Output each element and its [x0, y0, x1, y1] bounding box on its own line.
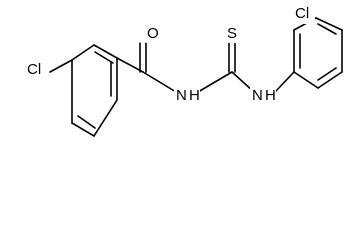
aryl-h-label: H [265, 87, 276, 104]
bonds [49, 17, 343, 137]
aryl-h-bg [264, 87, 276, 105]
ring-right-bond [317, 71, 343, 89]
ring-left-bond [71, 122, 95, 137]
n-aryl-bond [274, 71, 295, 93]
ring-right-bond [315, 17, 343, 31]
ring-left-bond [71, 44, 95, 61]
molecular-structure-diagram: Cl O N H S N H Cl [25, 4, 343, 137]
c-n-bond [142, 71, 177, 93]
amide-n-label: N [176, 87, 187, 104]
amide-h-bg [188, 87, 200, 105]
aryl-n-label: N [252, 87, 263, 104]
atom-labels: Cl O N H S N H Cl [25, 4, 315, 105]
ring-left-inner-bond [77, 115, 96, 129]
ring-left-bond [93, 99, 118, 137]
n-c-bond [197, 71, 233, 93]
cl-right-label: Cl [295, 5, 309, 22]
ring-right-inner-bond [317, 23, 337, 35]
thione-sulfur-label: S [227, 25, 237, 42]
aryl-n-bg [250, 87, 264, 105]
cl-right-bg [293, 4, 315, 24]
oxygen-bg [146, 25, 159, 43]
sulfur-bg [225, 25, 238, 43]
carbonyl-bond [116, 57, 144, 73]
ring-right-inner-bond [317, 67, 337, 81]
amide-n-bg [174, 87, 188, 105]
ring-left-inner-bond [94, 51, 114, 64]
ring-right-bond [293, 71, 319, 89]
cl-left-label: Cl [27, 61, 41, 78]
ring-left-bond [93, 44, 118, 59]
carbonyl-oxygen-label: O [147, 25, 159, 42]
ring-left-bond [49, 59, 73, 73]
amide-h-label: H [189, 87, 200, 104]
cl-left-bg [25, 60, 47, 80]
